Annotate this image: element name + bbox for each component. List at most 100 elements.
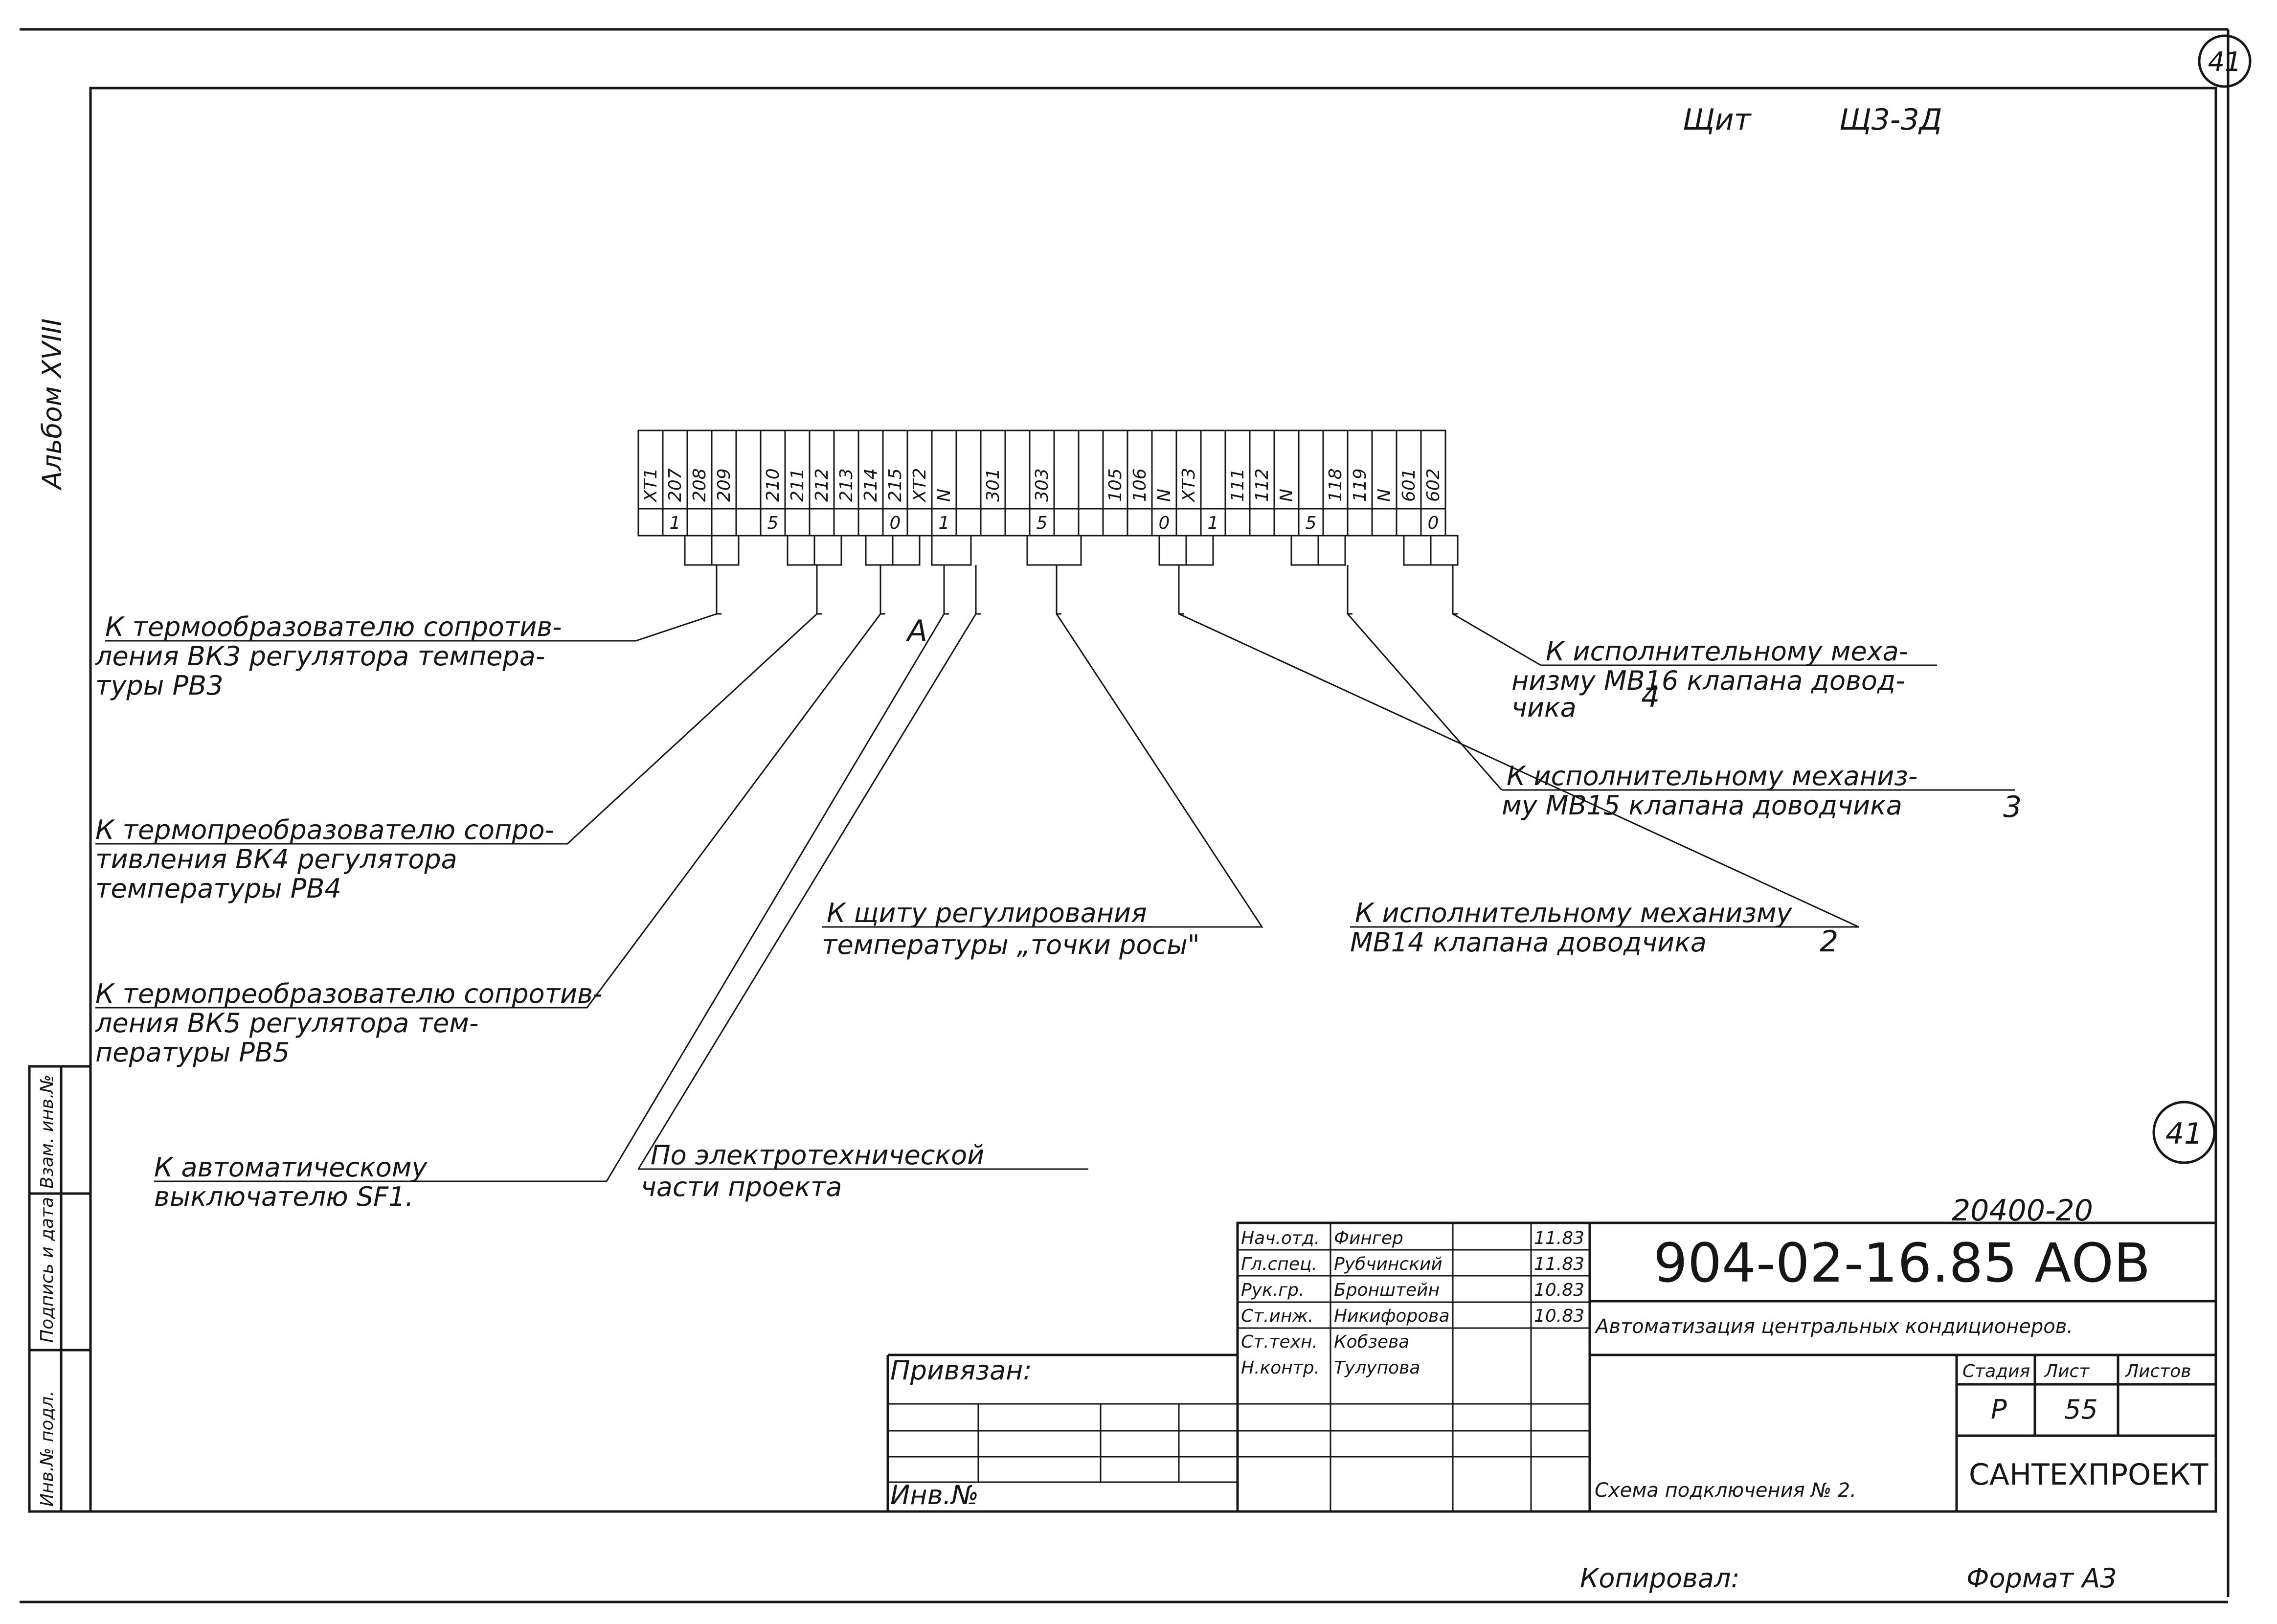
role-label: Н.контр. [1241, 1358, 1320, 1378]
role-label: Рук.гр. [1241, 1280, 1304, 1300]
side-inv-podl: Инв.№ подл. [37, 1391, 57, 1507]
sheet-header: Лист [2044, 1361, 2090, 1381]
privyazan-label: Привязан: [890, 1355, 1032, 1386]
callout-bk3-line1: К термообразователю сопротив- [105, 611, 562, 642]
role-label: Гл.спец. [1241, 1254, 1317, 1274]
terminal-label: 112 [1252, 468, 1272, 502]
title-block-grid [886, 1221, 2217, 1513]
terminal-label: 211 [788, 468, 808, 502]
callout-mb16-line3: чика [1511, 692, 1577, 723]
panel-title-word: Щит [1683, 103, 1752, 137]
page-number-circle [2198, 34, 2252, 88]
callout-mb14-number: 2 [1820, 925, 1838, 959]
terminal-label: 213 [836, 468, 857, 502]
page-number: 41 [2208, 46, 2242, 77]
callout-bk5-line2: ления ВК5 регулятора тем- [95, 1008, 478, 1038]
role-date: 10.83 [1534, 1306, 1584, 1326]
callout-dew-line2: температуры „точки росы" [822, 929, 1200, 960]
panel-title-name: Щ3-3Д [1839, 103, 1942, 137]
terminal-group-number: 1 [939, 513, 950, 533]
terminal-group-number: 0 [1428, 513, 1439, 533]
terminal-label: ХТ1 [641, 468, 661, 503]
callout-bk4-line1: К термопреобразователю сопро- [95, 814, 554, 845]
terminal-label: ХТ3 [1179, 468, 1199, 503]
callout-mb15-line2: му МВ15 клапана доводчика [1502, 790, 1902, 821]
role-name: Фингер [1334, 1228, 1403, 1248]
callout-elec-line2: части проекта [641, 1172, 842, 1202]
callout-bk5-line1: К термопреобразователю сопротив- [95, 978, 602, 1009]
terminal-label: N [1375, 489, 1395, 502]
callout-mb16-line1: К исполнительному меха- [1546, 636, 1908, 667]
terminal-label: 301 [983, 468, 1003, 502]
terminal-label: N [1154, 489, 1174, 502]
terminal-label: 602 [1423, 468, 1443, 502]
callout-elec-line1: По электротехнической [651, 1140, 984, 1171]
terminal-label: 303 [1032, 468, 1052, 502]
terminal-group-number: 5 [767, 513, 779, 533]
stamp-circle-number: 41 [2165, 1117, 2203, 1151]
callout-dew-line1: К щиту регулирования [827, 898, 1147, 928]
side-vzam-inv: Взам. инв.№ [37, 1075, 57, 1189]
stage-header: Стадия [1962, 1361, 2030, 1381]
title-organization: САНТЕХПРОЕКТ [1969, 1458, 2209, 1492]
stage-value: Р [1991, 1394, 2007, 1425]
role-date: 10.83 [1534, 1280, 1584, 1300]
role-date: 11.83 [1534, 1228, 1584, 1248]
title-project: Автоматизация центральных кондиционеров. [1594, 1315, 2073, 1338]
terminal-group-number: 0 [890, 513, 901, 533]
stamp-circle [2152, 1101, 2216, 1164]
terminal-group-number: 5 [1037, 513, 1048, 533]
callout-mb14-line1: К исполнительному механизму [1355, 898, 1793, 928]
role-name: Рубчинский [1334, 1254, 1443, 1274]
callout-bk4-line2: тивления ВК4 регулятора [95, 844, 457, 875]
role-label: Ст.инж. [1241, 1306, 1313, 1326]
callout-sf1-line2: выключателю SF1. [154, 1181, 414, 1212]
terminal-group-number: 1 [670, 513, 681, 533]
callout-mb14-line2: МВ14 клапана доводчика [1350, 927, 1707, 958]
role-label: Ст.техн. [1241, 1332, 1318, 1352]
callout-sf1-line1: К автоматическому [154, 1152, 428, 1183]
terminal-label: 207 [665, 468, 685, 502]
callout-mb16-line2: низму МВ16 клапана довод- [1511, 665, 1905, 696]
role-label: Нач.отд. [1241, 1228, 1320, 1248]
terminal-label: 215 [885, 468, 905, 502]
side-columns [28, 1065, 92, 1513]
callout-mb16-number: 4 [1641, 680, 1660, 714]
wire-stubs [716, 565, 1458, 615]
terminal-label: 105 [1105, 468, 1126, 502]
terminal-label: 119 [1350, 468, 1370, 502]
terminal-group-number: 0 [1159, 513, 1170, 533]
terminal-label: 208 [690, 468, 710, 502]
terminal-label: 106 [1130, 468, 1150, 502]
role-name: Кобзева [1334, 1332, 1409, 1352]
terminal-label: 601 [1399, 468, 1419, 502]
role-date: 11.83 [1534, 1254, 1584, 1274]
terminal-label: ХТ2 [910, 468, 930, 503]
role-name: Тулупова [1334, 1358, 1420, 1378]
terminal-label: 118 [1326, 468, 1346, 502]
terminal-label: 210 [763, 468, 783, 502]
terminal-label: 214 [861, 468, 881, 502]
terminal-label: N [1277, 489, 1297, 502]
terminal-group-number: 1 [1208, 513, 1219, 533]
connector-brackets [684, 535, 1459, 566]
callout-mb15-number: 3 [2003, 790, 2022, 824]
terminal-group-number: 5 [1306, 513, 1317, 533]
callout-bk5-line3: пературы РВ5 [95, 1037, 290, 1068]
inv-no-label: Инв.№ [890, 1480, 979, 1511]
callout-mb15-line1: К исполнительному механиз- [1507, 761, 1917, 791]
sheets-header: Листов [2124, 1361, 2191, 1381]
phase-mark: А [905, 614, 927, 648]
callout-bk4-line3: температуры РВ4 [95, 873, 341, 904]
leader-lines [95, 613, 2015, 1182]
sheet-value: 55 [2064, 1394, 2098, 1425]
album-label: Альбом XVIII [37, 318, 68, 491]
terminal-label: N [934, 489, 954, 502]
inner-frame [89, 87, 2217, 1513]
terminal-label: 212 [812, 468, 832, 502]
title-sheet-name: Схема подключения № 2. [1595, 1479, 1856, 1502]
footer-copied: Копировал: [1580, 1563, 1740, 1594]
